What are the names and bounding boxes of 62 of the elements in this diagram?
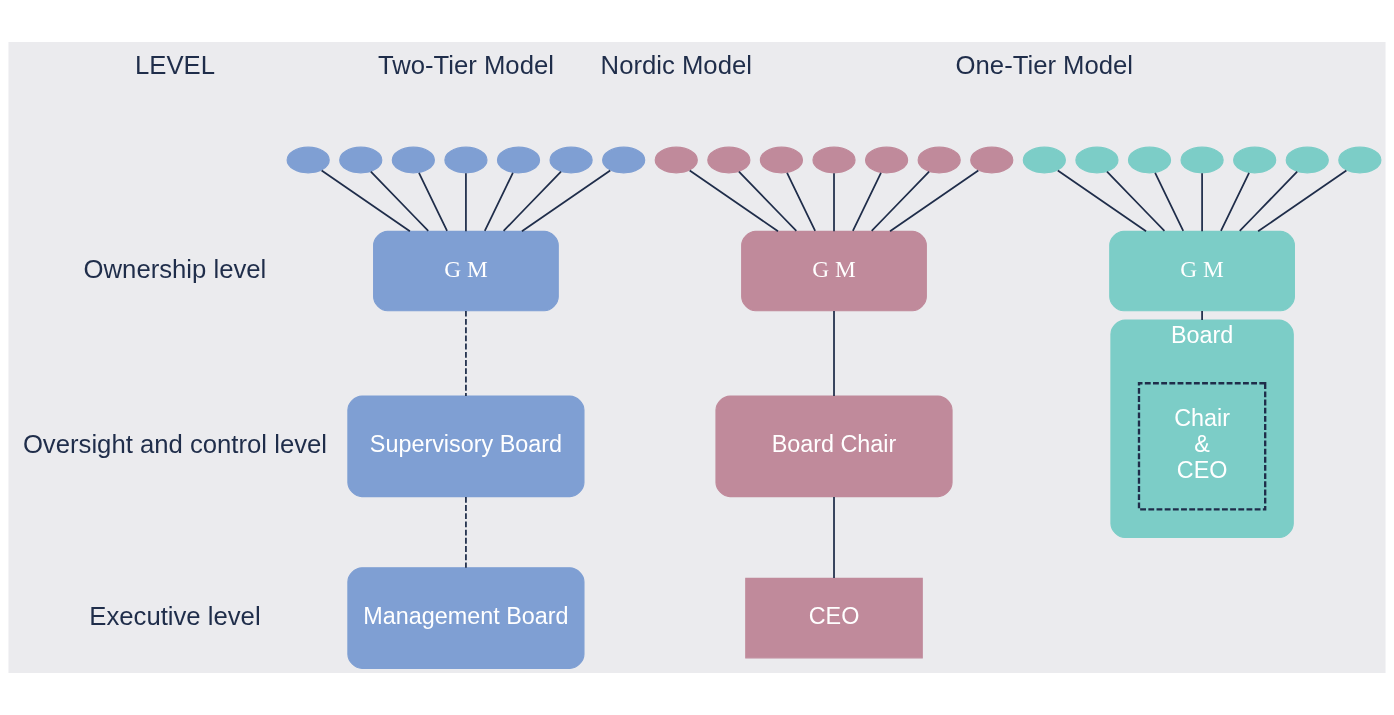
- label: Executive level: [89, 601, 261, 630]
- connector: [1220, 171, 1250, 232]
- connector: [1257, 169, 1348, 233]
- connector: [465, 496, 467, 569]
- node-ellipse: [759, 146, 804, 174]
- node-ellipse: [970, 146, 1014, 174]
- connector: [521, 169, 612, 233]
- label: Two-Tier Model: [377, 51, 554, 80]
- node-ellipse: [444, 146, 488, 174]
- node-ellipse: [496, 146, 541, 174]
- connector: [418, 171, 448, 232]
- node-ellipse: [1233, 146, 1277, 174]
- node-ellipse: [1022, 146, 1066, 174]
- connector: [483, 171, 514, 232]
- node-ellipse: [391, 146, 435, 174]
- node-box: G M: [1109, 230, 1295, 312]
- node-ellipse: [1180, 146, 1224, 174]
- connector: [889, 169, 980, 233]
- node-box: G M: [373, 230, 559, 312]
- node-ellipse: [864, 146, 909, 174]
- label: Oversight and control level: [22, 429, 328, 458]
- node-box: CEO: [745, 577, 923, 659]
- connector: [369, 170, 430, 232]
- connector: [852, 171, 882, 232]
- node-box: Board Chair: [715, 395, 953, 498]
- node-box: Supervisory Board: [347, 395, 585, 498]
- connector: [833, 496, 835, 579]
- node-ellipse: [1075, 146, 1119, 174]
- node-box: Management Board: [347, 567, 585, 669]
- node-ellipse: [812, 146, 856, 174]
- connector: [320, 169, 411, 233]
- node-ellipse: [707, 146, 751, 174]
- node-ellipse: [602, 146, 646, 174]
- node-box: G M: [741, 230, 927, 312]
- node-ellipse: [339, 146, 383, 174]
- connector: [465, 310, 467, 397]
- node-box: Chair & CEO: [1137, 382, 1267, 511]
- connector: [1238, 170, 1299, 232]
- connector: [833, 310, 835, 397]
- connector: [1201, 172, 1203, 233]
- connector: [1201, 310, 1203, 321]
- label: One-Tier Model: [955, 51, 1134, 80]
- connector: [738, 170, 798, 232]
- node-ellipse: [549, 146, 593, 174]
- connector: [833, 172, 835, 233]
- node-ellipse: [1127, 146, 1172, 174]
- connector: [870, 170, 930, 232]
- connector: [1154, 171, 1185, 232]
- label: LEVEL: [134, 51, 215, 80]
- node-ellipse: [1285, 146, 1329, 174]
- node-ellipse: [286, 146, 330, 174]
- node-ellipse: [1338, 146, 1382, 174]
- label: Nordic Model: [600, 51, 752, 80]
- connector: [1106, 170, 1166, 232]
- node-ellipse: [654, 146, 698, 174]
- connector: [688, 169, 779, 233]
- label: Ownership level: [83, 254, 267, 283]
- connector: [1056, 169, 1147, 233]
- connector: [786, 171, 817, 232]
- connector: [502, 170, 562, 232]
- connector: [465, 172, 467, 233]
- node-ellipse: [917, 146, 961, 174]
